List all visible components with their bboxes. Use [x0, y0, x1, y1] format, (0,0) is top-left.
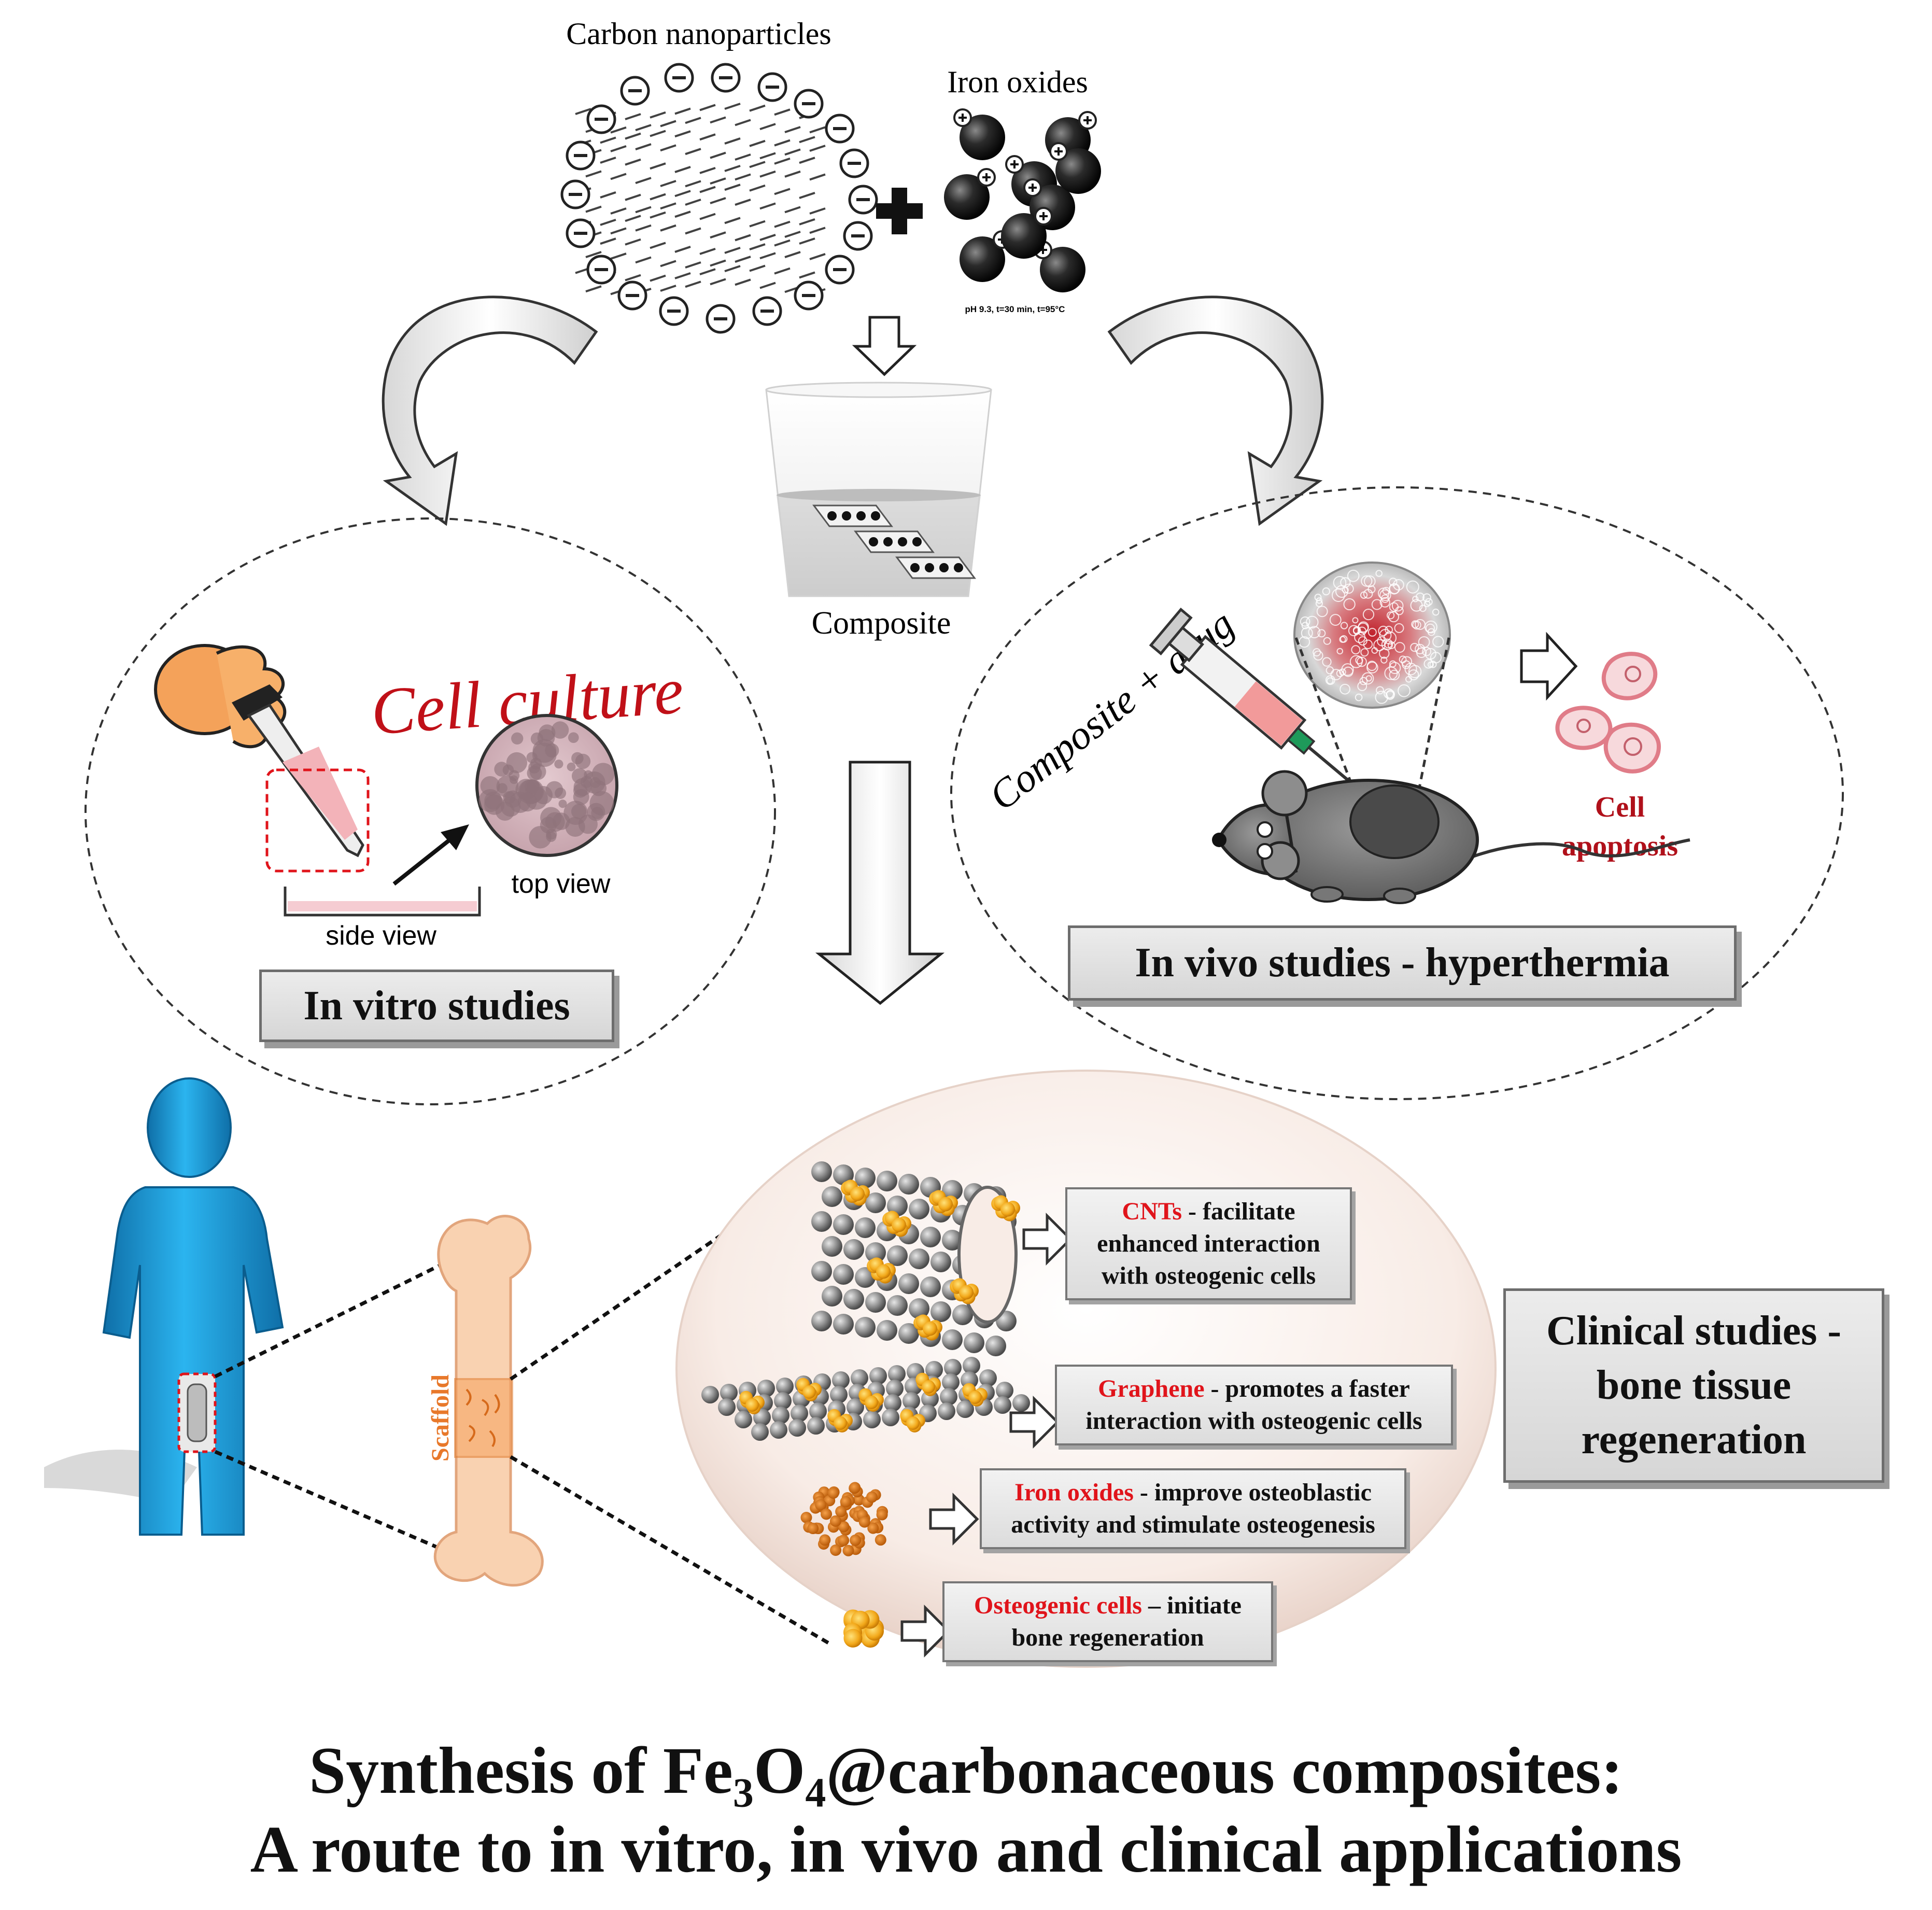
title-part-o: O — [753, 1734, 806, 1807]
in-vitro-studies-label: In vitro studies — [303, 982, 570, 1029]
zoom-line-bone-bottom — [214, 1450, 439, 1550]
composite-beaker-icon — [765, 382, 992, 597]
zoom-line-bone-top — [214, 1258, 452, 1379]
down-arrow-small-icon — [852, 316, 917, 376]
curved-arrow-right-icon — [1107, 296, 1324, 526]
iron-oxides-box: Iron oxides - improve osteoblastic activ… — [980, 1468, 1406, 1549]
graphene-key: Graphene — [1098, 1375, 1205, 1402]
scaffold-label: Scaffold — [427, 1374, 454, 1462]
carbon-nanoparticles-group: Carbon nanoparticles — [560, 17, 878, 334]
apoptosis-arrow-icon — [1520, 631, 1578, 701]
iron-line2: activity and stimulate osteogenesis — [1011, 1511, 1375, 1538]
graphene-icon — [701, 1357, 1030, 1441]
tumor-icon — [1293, 561, 1451, 709]
cell-apoptosis-label-line1: Cell — [1595, 791, 1645, 823]
petri-dish-side-view-icon — [284, 887, 481, 917]
zoom-line-right — [1416, 637, 1450, 796]
side-view-label: side view — [326, 921, 436, 951]
in-vivo-studies-label: In vivo studies - hyperthermia — [1135, 940, 1670, 986]
down-arrow-large-icon — [815, 761, 945, 1005]
zoom-line-left — [1294, 637, 1355, 789]
mouse-icon — [1212, 770, 1690, 904]
iron-oxides-group: Iron oxides pH 9.3, t=30 min, t=95°C — [944, 65, 1101, 314]
clinical-studies-line2: bone tissue — [1596, 1363, 1792, 1408]
figure-title-line1: Synthesis of Fe3O4@carbonaceous composit… — [0, 1732, 1932, 1832]
figure-title-line2: A route to in vitro, in vivo and clinica… — [250, 1813, 1682, 1886]
osteo-arrow-icon — [900, 1604, 951, 1658]
cnt-arrow-icon — [1022, 1212, 1073, 1266]
bone-scaffold-icon — [433, 1215, 544, 1586]
syringe-icon — [1149, 608, 1374, 802]
reaction-conditions-label: pH 9.3, t=30 min, t=95°C — [965, 304, 1065, 314]
graphene-box: Graphene - promotes a faster interaction… — [1055, 1365, 1453, 1445]
title-sub-4: 4 — [805, 1770, 826, 1816]
title-sub-3: 3 — [732, 1770, 754, 1816]
in-vivo-ellipse — [950, 486, 1844, 1100]
osteogenic-cell-icon — [843, 1609, 884, 1648]
person-icon — [102, 1077, 284, 1536]
cnt-line3: with osteogenic cells — [1101, 1262, 1316, 1289]
cnt-line2: enhanced interaction — [1097, 1230, 1320, 1257]
clinical-studies-box: Clinical studies - bone tissue regenerat… — [1503, 1288, 1884, 1483]
curved-arrow-left-icon — [382, 296, 598, 526]
iron-oxide-particles-icon — [944, 108, 1101, 292]
graphene-line2: interaction with osteogenic cells — [1085, 1407, 1422, 1435]
cnt-line1: - facilitate — [1182, 1198, 1295, 1225]
cnt-box: CNTs - facilitate enhanced interaction w… — [1065, 1187, 1352, 1300]
iron-key: Iron oxides — [1014, 1479, 1134, 1506]
title-part-b: @carbonaceous composites: — [826, 1734, 1623, 1807]
iron-line1: - improve osteoblastic — [1133, 1479, 1372, 1506]
negative-charges-icon — [560, 63, 878, 334]
apoptotic-cells-icon — [1555, 652, 1661, 774]
graphene-line1: - promotes a faster — [1204, 1375, 1410, 1402]
osteo-line2: bone regeneration — [1011, 1624, 1204, 1651]
composite-drug-label: Composite + drug — [980, 601, 1242, 819]
in-vitro-ellipse — [84, 517, 776, 1105]
cnt-key: CNTs — [1122, 1198, 1182, 1225]
iron-oxide-cluster-icon — [800, 1482, 888, 1556]
clinical-studies-line3: regeneration — [1581, 1417, 1807, 1463]
osteogenic-cells-box: Osteogenic cells – initiate bone regener… — [942, 1581, 1273, 1662]
composite-label: Composite — [812, 606, 951, 641]
osteo-line1: – initiate — [1141, 1592, 1242, 1619]
in-vitro-studies-box: In vitro studies — [259, 970, 614, 1042]
cnt-icon — [811, 1161, 1020, 1356]
iron-oxides-label: Iron oxides — [947, 65, 1088, 99]
carbon-nanoparticles-label: Carbon nanoparticles — [566, 17, 831, 51]
iron-arrow-icon — [929, 1492, 979, 1546]
petri-dish-top-view-icon — [475, 714, 618, 857]
graphene-arrow-icon — [1009, 1395, 1060, 1449]
plus-icon — [876, 188, 923, 234]
clinical-studies-line1: Clinical studies - — [1546, 1308, 1841, 1354]
osteo-key: Osteogenic cells — [974, 1592, 1142, 1619]
top-view-label: top view — [512, 869, 611, 899]
title-part-a: Synthesis of Fe — [309, 1734, 733, 1807]
in-vivo-studies-box: In vivo studies - hyperthermia — [1068, 925, 1737, 1001]
view-arrow-icon — [392, 824, 469, 886]
pipette-hand-icon — [154, 644, 370, 873]
